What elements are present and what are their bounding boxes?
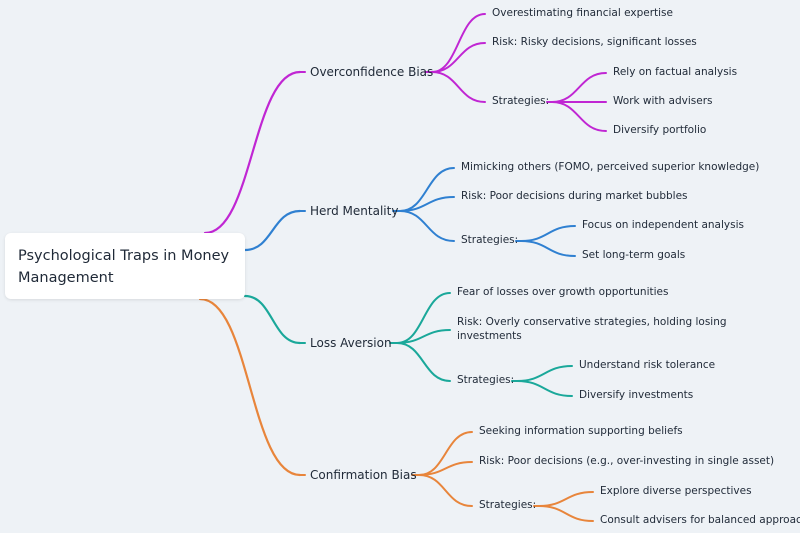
link-strategy-independent bbox=[520, 225, 576, 242]
leaf-loss-strategies[interactable]: Strategies: bbox=[457, 374, 515, 386]
link-root-overconfidence bbox=[203, 70, 302, 235]
strategy-explore-diverse-perspectives[interactable]: Explore diverse perspectives bbox=[600, 485, 752, 497]
leaf-confirmation-definition[interactable]: Seeking information supporting beliefs bbox=[479, 425, 683, 437]
branch-overconfidence[interactable]: Overconfidence Bias bbox=[310, 65, 434, 79]
link-herd-strategies bbox=[399, 210, 455, 242]
link-strategy-consult-advisers bbox=[538, 505, 594, 522]
strategy-diversify-portfolio[interactable]: Diversify portfolio bbox=[613, 124, 707, 136]
root-title: Psychological Traps in Money Management bbox=[18, 248, 230, 286]
leaf-herd-definition[interactable]: Mimicking others (FOMO, perceived superi… bbox=[461, 161, 760, 173]
strategy-understand-risk-tolerance[interactable]: Understand risk tolerance bbox=[579, 359, 716, 371]
root-node[interactable]: Psychological Traps in Money Management bbox=[5, 233, 245, 299]
leaf-confirmation-risk[interactable]: Risk: Poor decisions (e.g., over-investi… bbox=[479, 455, 775, 467]
link-loss-risk bbox=[396, 329, 451, 344]
link-root-herd bbox=[243, 209, 302, 252]
link-strategy-rely bbox=[551, 72, 607, 103]
strategy-consult-advisers[interactable]: Consult advisers for balanced approach bbox=[600, 514, 800, 526]
leaf-loss-risk[interactable]: Risk: Overly conservative strategies, ho… bbox=[457, 316, 727, 342]
strategy-focus-independent-analysis[interactable]: Focus on independent analysis bbox=[582, 219, 744, 231]
leaf-overconfidence-strategies[interactable]: Strategies: bbox=[492, 95, 550, 107]
link-root-confirmation bbox=[198, 297, 302, 477]
link-root-loss bbox=[243, 294, 302, 345]
branch-herd-mentality[interactable]: Herd Mentality bbox=[310, 204, 399, 218]
link-overconfidence-definition bbox=[431, 13, 486, 73]
link-strategy-long-term bbox=[520, 240, 576, 257]
link-strategy-diversify-investments bbox=[516, 380, 573, 397]
link-overconfidence-risk bbox=[431, 42, 486, 73]
leaf-overconfidence-risk[interactable]: Risk: Risky decisions, significant losse… bbox=[492, 36, 697, 48]
link-strategy-diversify-portfolio bbox=[551, 101, 607, 132]
link-confirmation-strategies bbox=[418, 474, 473, 507]
leaf-loss-definition[interactable]: Fear of losses over growth opportunities bbox=[457, 286, 669, 298]
leaf-herd-strategies[interactable]: Strategies: bbox=[461, 234, 519, 246]
strategy-rely-on-factual-analysis[interactable]: Rely on factual analysis bbox=[613, 66, 738, 78]
branch-loss-aversion[interactable]: Loss Aversion bbox=[310, 336, 392, 350]
leaf-herd-risk[interactable]: Risk: Poor decisions during market bubbl… bbox=[461, 190, 688, 202]
leaf-confirmation-strategies[interactable]: Strategies: bbox=[479, 499, 537, 511]
strategy-diversify-investments[interactable]: Diversify investments bbox=[579, 389, 694, 401]
link-confirmation-risk bbox=[418, 461, 473, 476]
strategy-set-long-term-goals[interactable]: Set long-term goals bbox=[582, 249, 686, 261]
branch-confirmation-bias[interactable]: Confirmation Bias bbox=[310, 468, 417, 482]
link-loss-strategies bbox=[396, 342, 451, 382]
link-herd-risk bbox=[399, 196, 455, 212]
link-overconfidence-strategies bbox=[431, 71, 486, 103]
link-strategy-risk-tolerance bbox=[516, 365, 573, 382]
strategy-work-with-advisers[interactable]: Work with advisers bbox=[613, 95, 713, 107]
leaf-overconfidence-definition[interactable]: Overestimating financial expertise bbox=[492, 7, 673, 19]
link-loss-definition bbox=[396, 292, 451, 344]
link-strategy-diverse-perspectives bbox=[538, 491, 594, 507]
